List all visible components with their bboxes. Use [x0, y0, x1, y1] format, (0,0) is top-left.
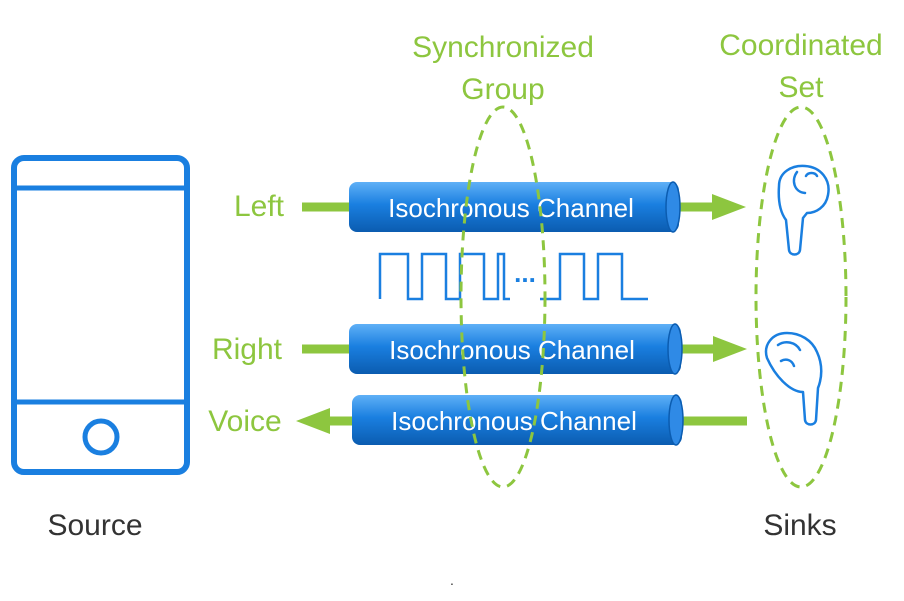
left-stream-label: Left: [234, 190, 285, 223]
sinks-label: Sinks: [763, 509, 836, 542]
coordinated-set-label-line2: Set: [778, 71, 824, 104]
right-channel-label: Isochronous Channel: [389, 335, 635, 365]
source-label: Source: [47, 509, 142, 542]
phone-icon: [11, 155, 190, 475]
synchronized-group-label-line2: Group: [461, 73, 544, 106]
left-channel-label: Isochronous Channel: [388, 193, 634, 223]
voice-stream-label: Voice: [208, 405, 281, 438]
earbud-bottom-icon: [764, 331, 823, 426]
square-wave-ellipsis: ...: [514, 258, 536, 288]
earbud-top-icon: [777, 164, 830, 256]
left-isochronous-channel: Isochronous Channel: [349, 181, 681, 233]
voice-channel-label: Isochronous Channel: [391, 406, 637, 436]
left-output-arrow: [678, 194, 746, 220]
right-isochronous-channel: Isochronous Channel: [349, 323, 683, 375]
synchronized-group-label-line1: Synchronized: [412, 31, 594, 64]
synchronized-group-boundary: [459, 105, 547, 489]
coordinated-set-label-line1: Coordinated: [719, 29, 882, 62]
coordinated-set-boundary: [754, 105, 848, 489]
right-stream-label: Right: [212, 333, 283, 366]
voice-isochronous-channel: Isochronous Channel: [352, 394, 684, 446]
right-output-arrow: [680, 336, 747, 362]
voice-output-arrow: [296, 408, 354, 434]
stray-mark: .: [450, 572, 454, 588]
